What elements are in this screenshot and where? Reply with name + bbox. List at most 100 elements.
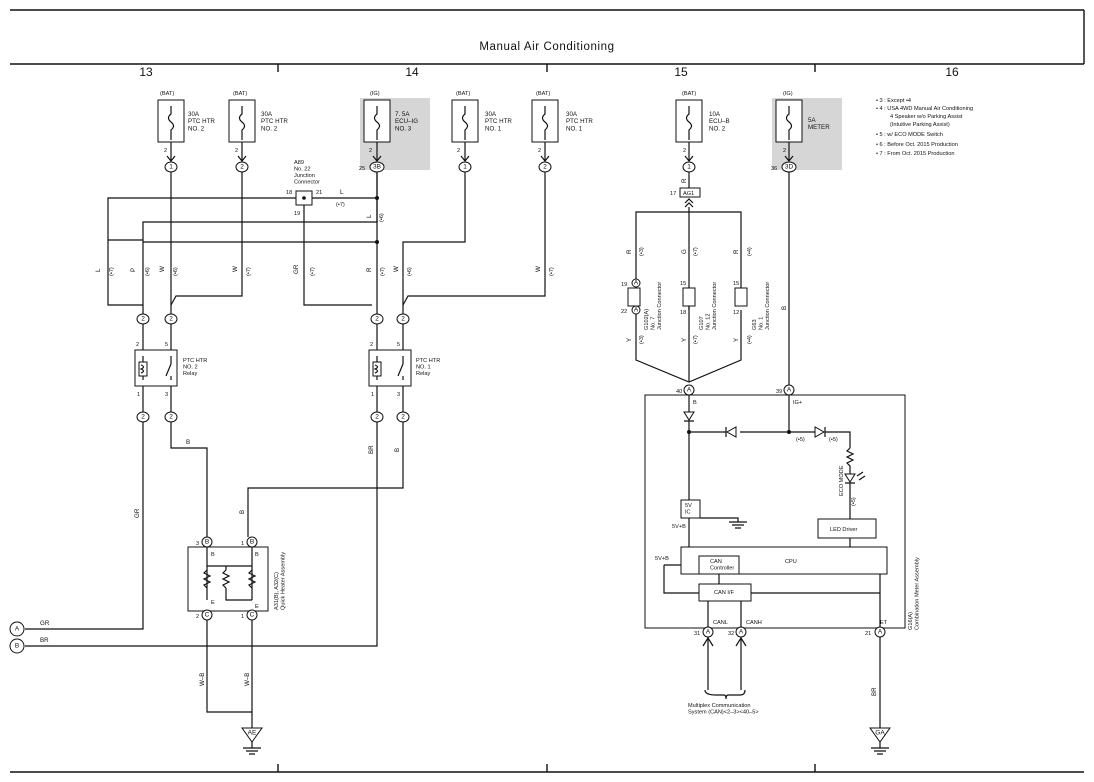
svg-text:A: A — [706, 629, 711, 636]
column-16: 16 — [945, 65, 959, 79]
svg-text:BR: BR — [368, 445, 375, 454]
svg-text:2: 2 — [169, 316, 173, 323]
svg-text:(•7): (•7) — [549, 267, 555, 276]
svg-text:2: 2 — [683, 148, 686, 154]
svg-text:31: 31 — [694, 631, 700, 637]
svg-text:3B: 3B — [373, 164, 381, 171]
svg-text:L: L — [340, 189, 344, 196]
svg-text:ECO MODE: ECO MODE — [839, 465, 845, 496]
svg-text:L: L — [95, 268, 102, 272]
svg-text:18: 18 — [680, 310, 686, 316]
svg-text:17: 17 — [670, 191, 676, 197]
svg-text:(•5): (•5) — [796, 437, 805, 443]
wire-labels-right: R (•3) G (•7) R (•4) Y (•3) Y (•7) Y (•4… — [626, 247, 788, 344]
svg-text:• 4 : USA 4WD Manual Air Condi: • 4 : USA 4WD Manual Air Conditioning — [876, 106, 973, 112]
svg-text:(•7): (•7) — [109, 267, 115, 276]
svg-text:2: 2 — [375, 316, 379, 323]
svg-text:A31(B), A32(C)Quick Heater Ass: A31(B), A32(C)Quick Heater Assembly — [274, 552, 286, 610]
svg-text:2: 2 — [375, 414, 379, 421]
svg-text:2: 2 — [370, 342, 373, 348]
svg-text:A: A — [878, 629, 883, 636]
svg-text:E: E — [255, 604, 259, 610]
svg-text:5V+B: 5V+B — [672, 524, 686, 530]
relay-input-connectors: 2 2 2 2 — [136, 313, 410, 325]
svg-text:2: 2 — [196, 614, 199, 620]
svg-text:W: W — [535, 266, 542, 272]
svg-text:ET: ET — [880, 620, 888, 626]
svg-text:1: 1 — [241, 614, 244, 620]
svg-text:(•4): (•4) — [747, 247, 753, 256]
svg-text:R: R — [733, 249, 740, 254]
svg-text:CANL: CANL — [713, 620, 728, 626]
svg-text:G: G — [681, 249, 688, 254]
svg-text:19: 19 — [294, 211, 300, 217]
svg-text:AE: AE — [248, 730, 257, 737]
svg-text:2: 2 — [457, 148, 460, 154]
svg-text:GR: GR — [134, 508, 141, 518]
ground-ae: AE — [241, 727, 263, 755]
svg-text:(•6): (•6) — [145, 267, 151, 276]
svg-text:(•3): (•3) — [639, 335, 645, 344]
svg-text:(BAT): (BAT) — [233, 91, 247, 97]
svg-text:BR: BR — [871, 687, 878, 696]
svg-text:2: 2 — [783, 148, 786, 154]
svg-text:LED Driver: LED Driver — [830, 527, 857, 533]
svg-text:(•7): (•7) — [246, 267, 252, 276]
svg-text:B: B — [250, 539, 254, 546]
svg-text:IG+: IG+ — [793, 400, 802, 406]
svg-text:3: 3 — [397, 392, 400, 398]
svg-text:25: 25 — [359, 166, 365, 172]
svg-text:A: A — [687, 387, 692, 394]
svg-text:B: B — [693, 400, 697, 406]
svg-text:22: 22 — [621, 309, 627, 315]
svg-text:A: A — [634, 307, 639, 314]
svg-text:CAN I/F: CAN I/F — [714, 590, 734, 596]
svg-text:R: R — [626, 249, 633, 254]
connector-ag1: AG1 17 — [670, 187, 701, 208]
svg-text:3: 3 — [165, 392, 168, 398]
svg-text:R: R — [366, 267, 373, 272]
svg-text:2: 2 — [141, 414, 145, 421]
svg-text:1: 1 — [687, 164, 691, 171]
junction-connector-g63: 15 12 G63No. 1Junction Connector — [733, 281, 771, 330]
svg-text:5: 5 — [397, 342, 400, 348]
svg-text:• 3 : Except •4: • 3 : Except •4 — [876, 98, 911, 104]
svg-text:(•6): (•6) — [379, 213, 385, 222]
svg-text:2: 2 — [401, 414, 405, 421]
svg-text:W: W — [232, 266, 239, 272]
svg-text:(•4): (•4) — [747, 335, 753, 344]
svg-text:C: C — [250, 612, 255, 619]
svg-text:A: A — [634, 280, 639, 287]
svg-text:(•6): (•6) — [173, 267, 179, 276]
svg-text:(•7): (•7) — [336, 202, 345, 208]
edge-connector-b — [9, 638, 25, 654]
svg-text:(BAT): (BAT) — [536, 91, 550, 97]
svg-text:15: 15 — [680, 281, 686, 287]
svg-text:2: 2 — [538, 148, 541, 154]
svg-text:CANH: CANH — [746, 620, 762, 626]
svg-text:3: 3 — [196, 541, 199, 547]
svg-text:A: A — [787, 387, 792, 394]
svg-text:G16(A)Combination Meter Assemb: G16(A)Combination Meter Assembly — [908, 557, 920, 630]
svg-text:2: 2 — [136, 342, 139, 348]
svg-text:A: A — [739, 629, 744, 636]
svg-text:• 7 : From Oct. 2015 Producti: • 7 : From Oct. 2015 Production — [876, 151, 954, 157]
column-15: 15 — [674, 65, 688, 79]
svg-text:B: B — [394, 448, 401, 452]
svg-text:B: B — [239, 510, 246, 514]
svg-text:36: 36 — [771, 166, 777, 172]
